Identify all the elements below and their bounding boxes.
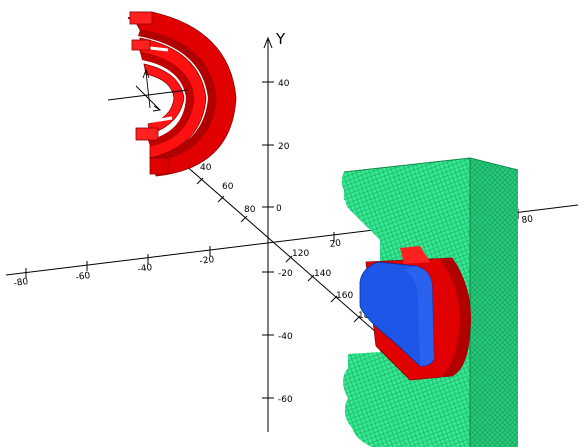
small-triad [107,68,189,112]
iron-core[interactable] [359,261,435,367]
y-tick-label: -20 [278,269,293,279]
x-tick-label: -40 [137,263,153,275]
y-tick-label: 0 [276,204,282,214]
coil-rings[interactable] [127,11,237,177]
x-tick-label: 80 [521,214,534,226]
x-tick-label: -20 [199,255,215,267]
x-tick-label: 20 [329,238,342,250]
x-tick-label: -80 [13,277,29,289]
z-axis-line [167,149,386,341]
z-axis-ticks [176,159,361,323]
z-tick-label: 120 [292,249,309,259]
y-tick-labels: 40 20 0 -20 -40 -60 [276,79,293,405]
z-tick-label: 40 [200,163,212,173]
y-tick-label: 20 [278,142,290,152]
x-tick-label: -60 [75,271,91,283]
z-tick-label: 160 [336,291,353,301]
y-tick-label: -60 [278,395,293,405]
z-tick-label: 60 [222,182,234,192]
z-tick-label: 80 [244,205,256,215]
z-tick-label: 140 [314,269,331,279]
y-tick-label: 40 [278,79,290,89]
z-tick-labels: 20 40 60 80 120 140 160 180 [176,143,375,321]
y-axis-ticks [262,81,274,399]
y-tick-label: -40 [278,332,293,342]
y-axis-label: Y [275,30,286,48]
x-tick-labels: -80 -60 -40 -20 20 80 [13,214,534,289]
